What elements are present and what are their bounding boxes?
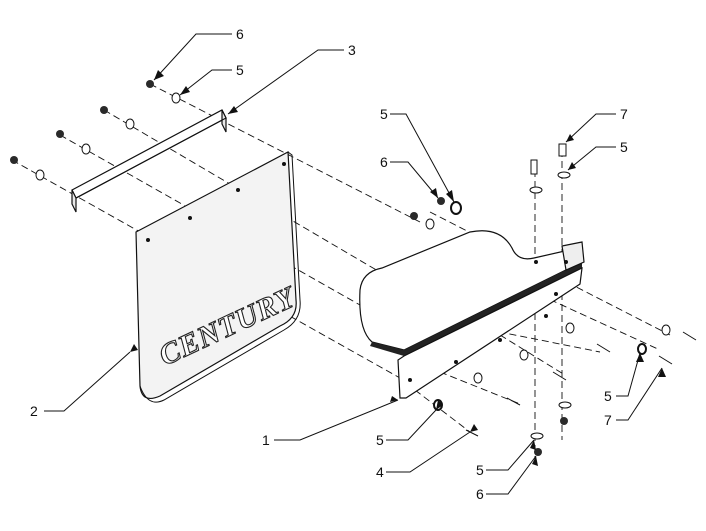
callout-5-top: 5 <box>236 62 244 78</box>
callout-labels: 6 5 3 5 6 7 5 2 1 5 4 5 7 5 6 <box>30 26 628 502</box>
callout-5-bottom-left: 5 <box>376 432 384 448</box>
leader-arrowheads <box>130 70 666 466</box>
bolts <box>465 143 697 437</box>
callout-6-bottom: 6 <box>476 486 484 502</box>
leader-lines <box>44 33 663 495</box>
callout-6-mid: 6 <box>380 154 388 170</box>
callout-7-bottom: 7 <box>604 412 612 428</box>
callout-4: 4 <box>376 464 384 480</box>
callout-1: 1 <box>262 432 270 448</box>
callout-3: 3 <box>348 42 356 58</box>
callout-7-top: 7 <box>620 106 628 122</box>
callout-5-bottom: 5 <box>476 462 484 478</box>
callout-5-mid: 5 <box>380 106 388 122</box>
washers <box>35 92 671 440</box>
mounting-bar <box>71 109 227 213</box>
callout-5-right-top: 5 <box>620 139 628 155</box>
mud-flap: CENTURY <box>135 151 303 403</box>
bracket <box>359 230 585 399</box>
callout-6-top: 6 <box>236 26 244 42</box>
callout-2: 2 <box>30 403 38 419</box>
callout-5-right-bottom: 5 <box>604 388 612 404</box>
